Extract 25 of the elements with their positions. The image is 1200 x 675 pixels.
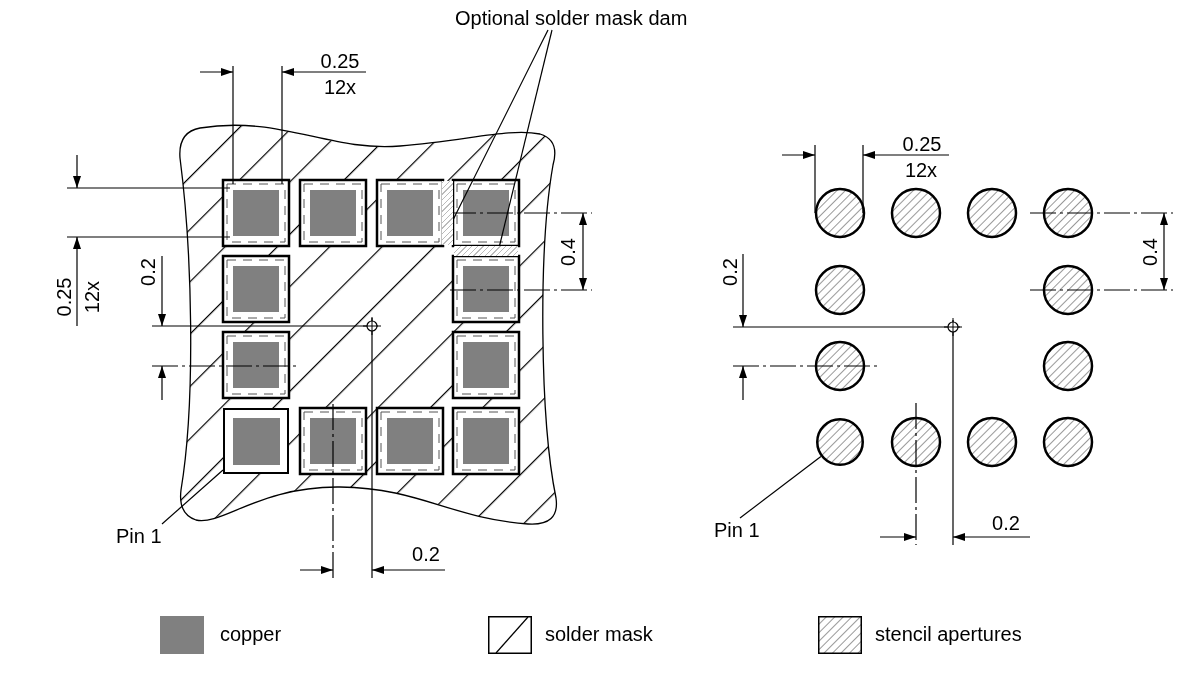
- callout-text: Pin 1: [116, 524, 162, 548]
- leader-line: [452, 29, 549, 221]
- dimension-value: 0.25: [902, 132, 942, 156]
- leader-line: [161, 469, 224, 525]
- quantity-note: 12x: [80, 280, 104, 314]
- legend-label: solder mask: [545, 622, 653, 646]
- dimension-value: 0.2: [412, 542, 440, 566]
- dimension-value: 0.25: [52, 277, 76, 317]
- stencil-aperture: [816, 418, 864, 466]
- callout-text: Pin 1: [714, 518, 760, 542]
- solder-mask-dam: [454, 246, 518, 256]
- legend-label: copper: [220, 622, 282, 646]
- dimension-value: 0.4: [556, 238, 580, 266]
- legend-label: stencil apertures: [875, 622, 1022, 646]
- dimension-value: 0.2: [992, 511, 1020, 535]
- leader-line: [498, 29, 553, 247]
- quantity-note: 12x: [323, 75, 357, 99]
- quantity-note: 12x: [904, 158, 938, 182]
- leader-line: [739, 455, 822, 519]
- solder-mask-dam: [442, 181, 453, 245]
- callout-text: Optional solder mask dam: [455, 6, 688, 30]
- dimension-value: 0.25: [320, 49, 360, 73]
- dimension-value: 0.2: [136, 258, 160, 286]
- dimension-value: 0.2: [718, 258, 742, 286]
- dimension-value: 0.4: [1138, 238, 1162, 266]
